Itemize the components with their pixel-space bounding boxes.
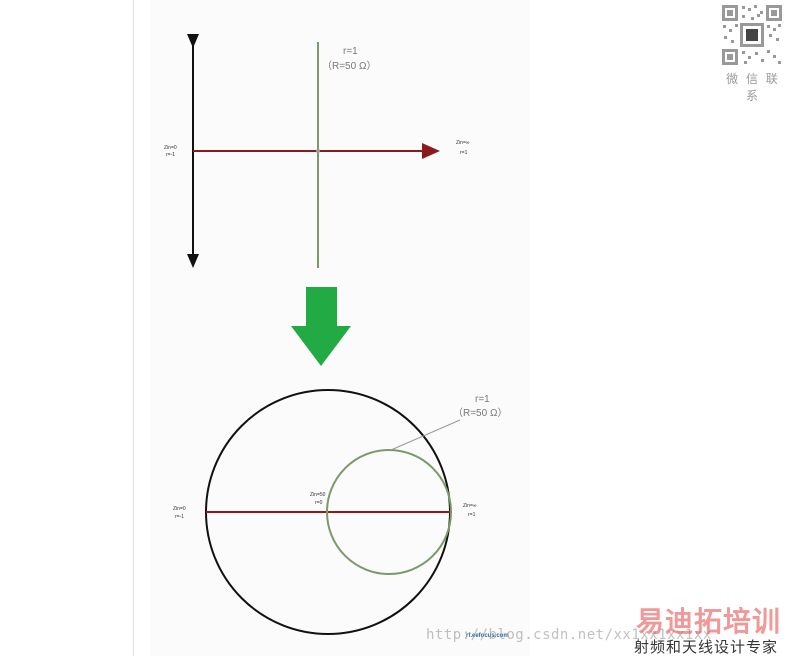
smith-center-label-1: Zin=50 [310,492,326,498]
smith-chart: r=1 （R=50 Ω） Zin=0 r=-1 Zin=50 r=0 Zin=∞… [173,389,509,639]
r-equals-one-circle [326,449,452,575]
page-divider [133,0,134,656]
blog-url-watermark: http://blog.csdn.net/xx1xx1xx1xx [426,627,712,643]
qr-code-icon [720,3,784,67]
smith-center-label-2: r=0 [315,500,323,506]
smith-r-sub: （R=50 Ω） [453,407,507,419]
qr-caption: 微 信 联 系 [726,72,780,103]
top-right-label-2: r=1 [460,150,468,156]
slogan-watermark: 射频和天线设计专家 [634,638,779,656]
down-arrow-icon [291,287,351,366]
top-left-label-2: r=-1 [166,152,175,158]
qr-pattern [720,3,784,67]
top-r-label: r=1 [343,46,358,57]
smith-r-label: r=1 [475,394,490,405]
site-credit: rf.eefocus.com [466,633,509,639]
top-right-label-1: Zin=∞ [456,140,470,146]
smith-left-label-2: r=-1 [175,514,184,520]
top-r-sub: （R=50 Ω） [322,60,376,72]
smith-right-label-1: Zin=∞ [463,503,477,509]
brand-watermark: 易迪拓培训 [636,605,782,638]
r-label-pointer [390,419,461,451]
top-diagram: r=1 （R=50 Ω） Zin=0 r=-1 Zin=∞ r=1 [164,34,470,268]
center-point [316,149,320,153]
top-left-label-1: Zin=0 [164,145,177,151]
smith-right-label-2: r=1 [468,512,476,518]
smith-left-label-1: Zin=0 [173,506,186,512]
